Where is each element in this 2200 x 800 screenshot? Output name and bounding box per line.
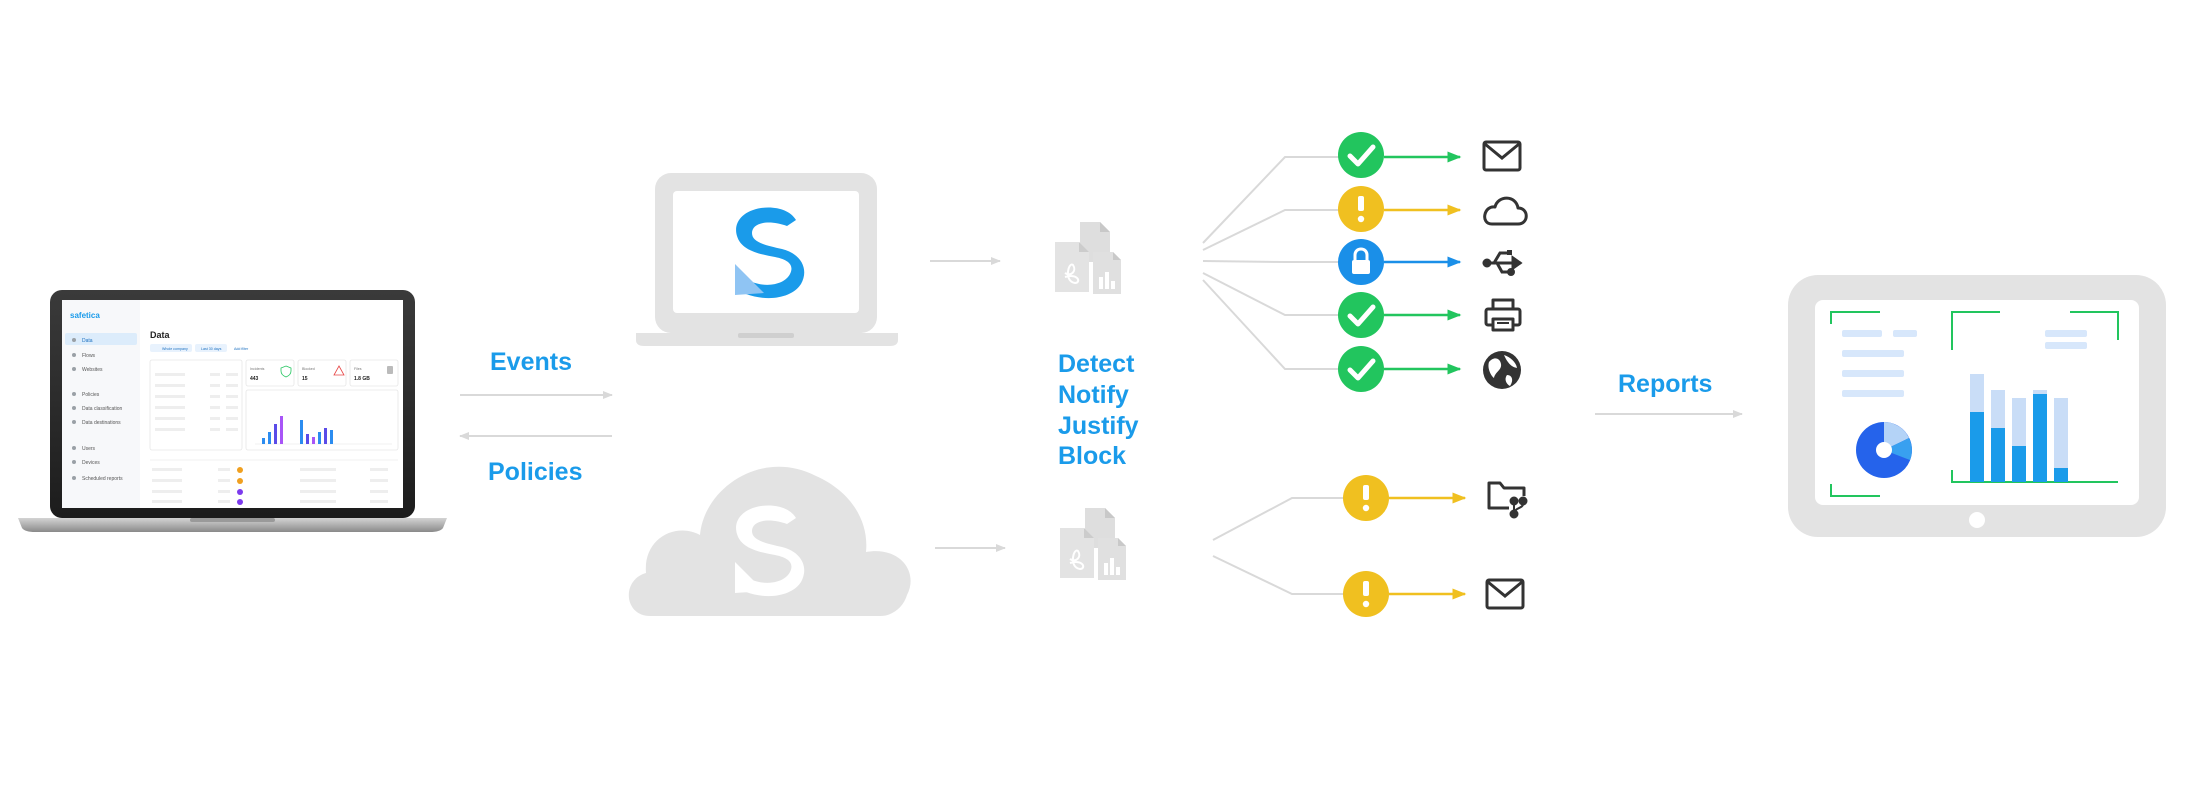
- action-block: Block: [1058, 442, 1126, 470]
- events-policies-exchange: Events Policies: [459, 348, 613, 486]
- dashboard-lower-table: [150, 459, 398, 505]
- policies-label: Policies: [488, 458, 583, 486]
- laptop-base: [18, 518, 447, 532]
- svg-text:15: 15: [302, 376, 308, 382]
- documents-icon: [1060, 508, 1126, 580]
- sidebar-item-scheduled-reports[interactable]: Scheduled reports: [82, 476, 123, 482]
- cloud-icon: [1483, 196, 1528, 226]
- email-icon: [1482, 140, 1522, 172]
- printer-icon: [1484, 298, 1522, 332]
- devices-icon: [72, 460, 76, 464]
- dashboard-page-title: Data: [150, 330, 171, 340]
- warning-triangle-icon: [333, 365, 345, 376]
- stat-card-incidents: [245, 359, 295, 387]
- channel-row-printer: [1338, 292, 1522, 338]
- channel-row-usb: [1338, 239, 1523, 285]
- grey-laptop-notch: [738, 333, 794, 338]
- tablet-home-button: [1969, 512, 1985, 528]
- upper-fan-lines: [1202, 156, 1340, 370]
- dashboard-nav: Data Flows Websites Policies Data classi…: [72, 338, 123, 482]
- stat-card-blocked: [297, 359, 347, 387]
- check-status-icon: [1338, 346, 1384, 392]
- lower-fan-lines: [1212, 497, 1345, 595]
- channel-row-web: [1338, 346, 1521, 392]
- safetica-endpoint-laptop: [636, 173, 898, 346]
- file-icon: [387, 366, 393, 374]
- action-detect: Detect: [1058, 350, 1135, 378]
- channel-row-email-cloud: [1343, 571, 1525, 617]
- globe-icon: [1483, 351, 1521, 389]
- flows-icon: [72, 353, 76, 357]
- svg-text:Whole company: Whole company: [162, 347, 188, 351]
- reports-flow: Reports: [1595, 370, 1743, 418]
- cloud-s-logo-icon: [735, 505, 805, 597]
- svg-text:Incidents: Incidents: [250, 367, 265, 371]
- action-notify: Notify: [1058, 381, 1129, 409]
- dashboard-mini-chart: [255, 416, 392, 445]
- email-icon: [1485, 578, 1525, 610]
- shared-folder-icon: [1487, 481, 1528, 519]
- files-stack-endpoint: [1055, 222, 1121, 294]
- channel-row-cloud: [1338, 186, 1528, 232]
- policies-icon: [72, 392, 76, 396]
- sidebar-item-policies[interactable]: Policies: [82, 392, 100, 398]
- cloud-shape: [628, 466, 911, 616]
- laptop-notch: [190, 518, 275, 522]
- stat-card-files: [349, 359, 399, 387]
- usb-icon: [1482, 250, 1523, 276]
- classification-icon: [72, 406, 76, 410]
- action-justify: Justify: [1058, 412, 1139, 440]
- svg-text:Files: Files: [354, 367, 362, 371]
- data-icon: [72, 338, 76, 342]
- reports-label: Reports: [1618, 370, 1712, 398]
- sidebar-active-highlight: [65, 333, 137, 345]
- reports-icon: [72, 476, 76, 480]
- sidebar-icons: [72, 338, 76, 480]
- add-filter-link[interactable]: Add filter: [234, 347, 249, 351]
- grey-laptop-base: [636, 333, 898, 346]
- reports-tablet: [1788, 275, 2166, 537]
- dashboard-table-rows: [155, 373, 238, 431]
- endpoint-laptop: safetica Data Flows Websites Policies Da…: [18, 290, 447, 532]
- dashboard-toolbar: Whole company Last 30 days Add filter: [150, 344, 249, 352]
- documents-icon: [1055, 222, 1121, 294]
- dashboard-stat-cards: Incidents 443 Blocked 15 Files 1.8 GB: [245, 359, 399, 387]
- report-summary-card: [1830, 311, 1917, 497]
- files-stack-cloud: [1060, 508, 1126, 580]
- sidebar-item-data-destinations[interactable]: Data destinations: [82, 420, 121, 426]
- sidebar-item-users[interactable]: Users: [82, 446, 96, 452]
- action-labels: Detect Notify Justify Block: [1058, 350, 1139, 470]
- svg-text:443: 443: [250, 376, 259, 382]
- websites-icon: [72, 367, 76, 371]
- dashboard-chart-panel: [245, 389, 399, 451]
- check-status-icon: [1338, 292, 1384, 338]
- svg-text:Last 30 days: Last 30 days: [201, 347, 222, 351]
- sidebar-item-data-classification[interactable]: Data classification: [82, 406, 123, 412]
- check-status-icon: [1338, 132, 1384, 178]
- shield-icon: [280, 365, 292, 378]
- sidebar-item-devices[interactable]: Devices: [82, 460, 100, 466]
- svg-text:Blocked: Blocked: [302, 367, 315, 371]
- filter-company-button[interactable]: [150, 344, 192, 352]
- safetica-cloud: [628, 466, 911, 616]
- sidebar-item-data[interactable]: Data: [82, 338, 93, 344]
- sidebar-item-flows[interactable]: Flows: [82, 353, 96, 359]
- filter-period-button[interactable]: [195, 344, 227, 352]
- channel-row-shared-folder: [1343, 475, 1528, 521]
- events-label: Events: [490, 348, 572, 376]
- svg-text:1.8 GB: 1.8 GB: [354, 376, 370, 382]
- safetica-s-logo-icon: [735, 207, 805, 299]
- report-bar-chart-card: [1951, 311, 2119, 483]
- dashboard-brand: safetica: [70, 311, 100, 320]
- users-icon: [72, 446, 76, 450]
- destinations-icon: [72, 420, 76, 424]
- report-pie-chart-icon: [1856, 422, 1912, 478]
- report-bar-chart-icon: [1970, 374, 2068, 482]
- dashboard-table-panel: [149, 359, 243, 451]
- sidebar-item-websites[interactable]: Websites: [82, 367, 103, 373]
- channel-row-email: [1338, 132, 1522, 178]
